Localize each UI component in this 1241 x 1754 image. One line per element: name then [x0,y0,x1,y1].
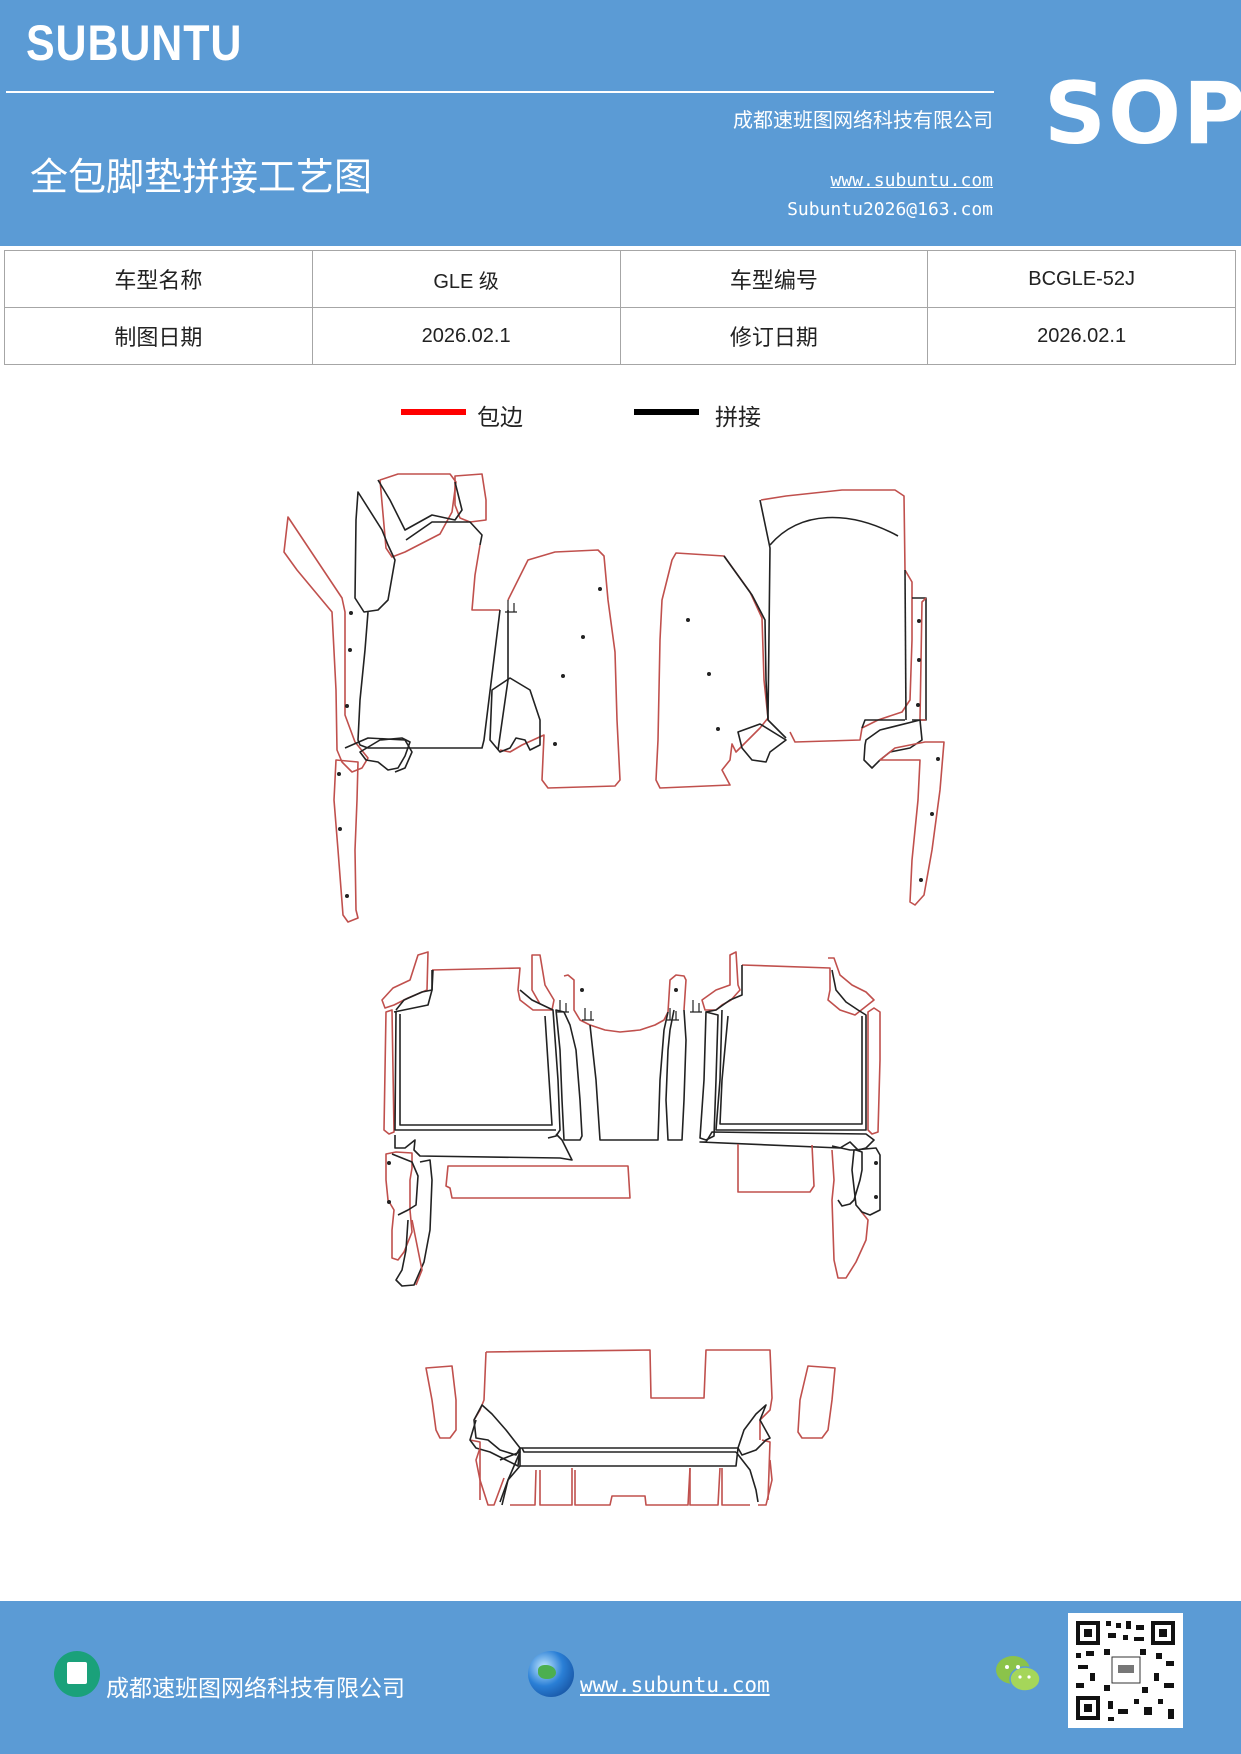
header-email[interactable]: Subuntu2026@163.com [787,199,993,220]
legend-splice-label: 拼接 [715,405,761,431]
header-company-name: 成都速班图网络科技有限公司 [733,108,993,132]
header-divider [6,91,994,93]
footer-company-name: 成都速班图网络科技有限公司 [106,1676,405,1702]
value-model-code: BCGLE-52J [927,250,1236,308]
splice-marks [505,600,702,1021]
fastener-dots [337,587,940,1204]
label-model-code: 车型编号 [619,250,929,308]
sop-label: SOP [1044,64,1241,164]
label-model-name: 车型名称 [4,250,313,308]
legend-edge-label: 包边 [477,405,523,431]
value-model-name: GLE 级 [311,250,621,308]
value-draw-date: 2026.02.1 [311,307,621,365]
third-row-mat [425,1349,836,1506]
info-table: 车型名称 GLE 级 车型编号 BCGLE-52J 制图日期 2026.02.1… [4,250,1236,365]
second-row-right-mats [699,951,881,1279]
footer-banner: 成都速班图网络科技有限公司 www.subuntu.com [0,1601,1241,1754]
globe-icon [528,1651,574,1697]
header-banner: SUBUNTU 成都速班图网络科技有限公司 SOP 全包脚垫拼接工艺图 www.… [0,0,1241,246]
label-revise-date: 修订日期 [619,307,929,365]
page-title: 全包脚垫拼接工艺图 [30,155,373,199]
table-row: 车型名称 GLE 级 车型编号 BCGLE-52J [4,250,1236,308]
footer-website-link[interactable]: www.subuntu.com [580,1673,770,1697]
value-revise-date: 2026.02.1 [927,307,1236,365]
legend-edge-swatch [401,409,466,415]
brand-logo: SUBUNTU [26,15,243,71]
legend: 包边 拼接 [0,395,1241,445]
legend-splice-swatch [634,409,699,415]
wechat-icon[interactable] [994,1653,1042,1695]
label-draw-date: 制图日期 [4,307,313,365]
second-row-mats [381,951,687,1287]
front-right-mat [655,489,945,906]
qr-code [1068,1613,1183,1728]
building-icon [54,1651,100,1697]
header-website-link[interactable]: www.subuntu.com [830,170,993,191]
front-left-mat [283,473,621,923]
table-row: 制图日期 2026.02.1 修订日期 2026.02.1 [4,307,1236,365]
